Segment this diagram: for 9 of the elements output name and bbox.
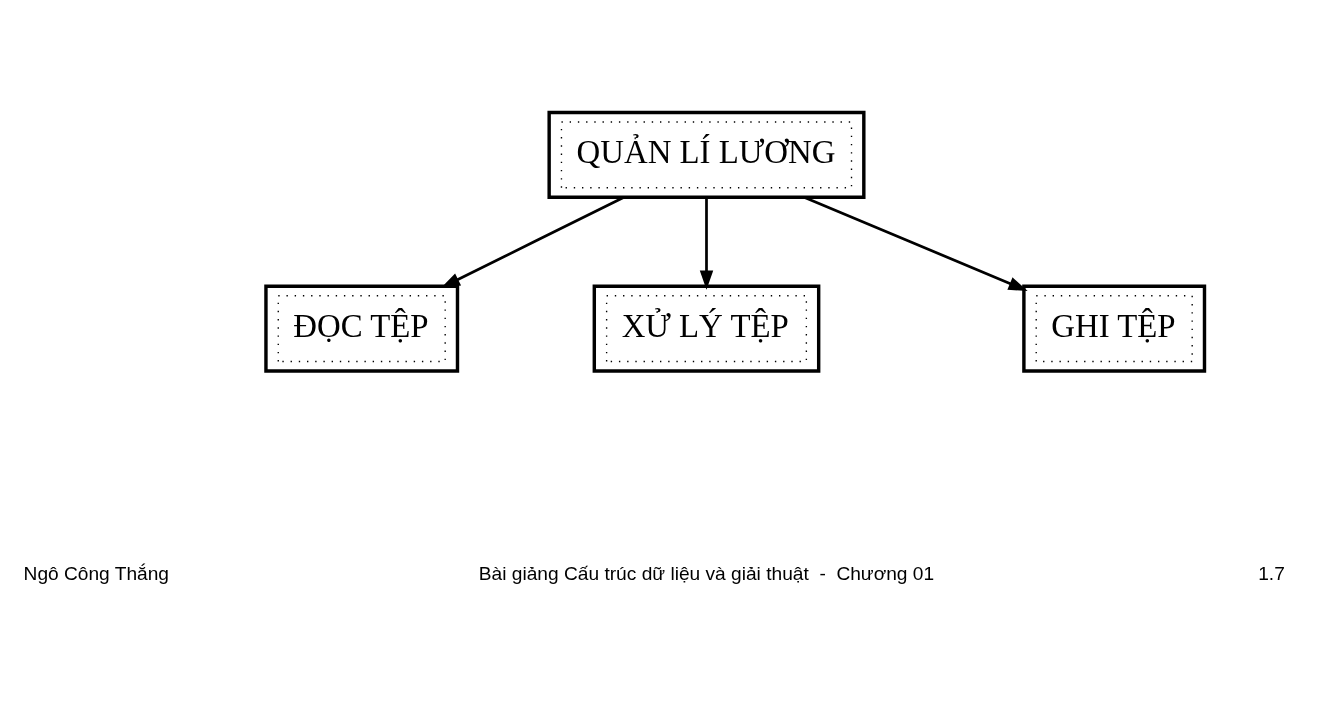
node-box: XỬ LÝ TỆP bbox=[592, 284, 821, 373]
arrow bbox=[699, 197, 714, 290]
label: Bài giảng Cấu trúc dữ liệu và giải thuật - Chương 01 bbox=[478, 562, 935, 584]
label: Ngô Công Thắng bbox=[23, 562, 170, 584]
node-box: QUẢN LÍ LƯƠNG bbox=[547, 110, 866, 199]
arrow bbox=[804, 195, 1028, 291]
node-box: ĐỌC TỆP bbox=[264, 284, 460, 373]
node-box: GHI TỆP bbox=[1022, 284, 1207, 373]
label: 1.7 bbox=[1258, 562, 1285, 584]
